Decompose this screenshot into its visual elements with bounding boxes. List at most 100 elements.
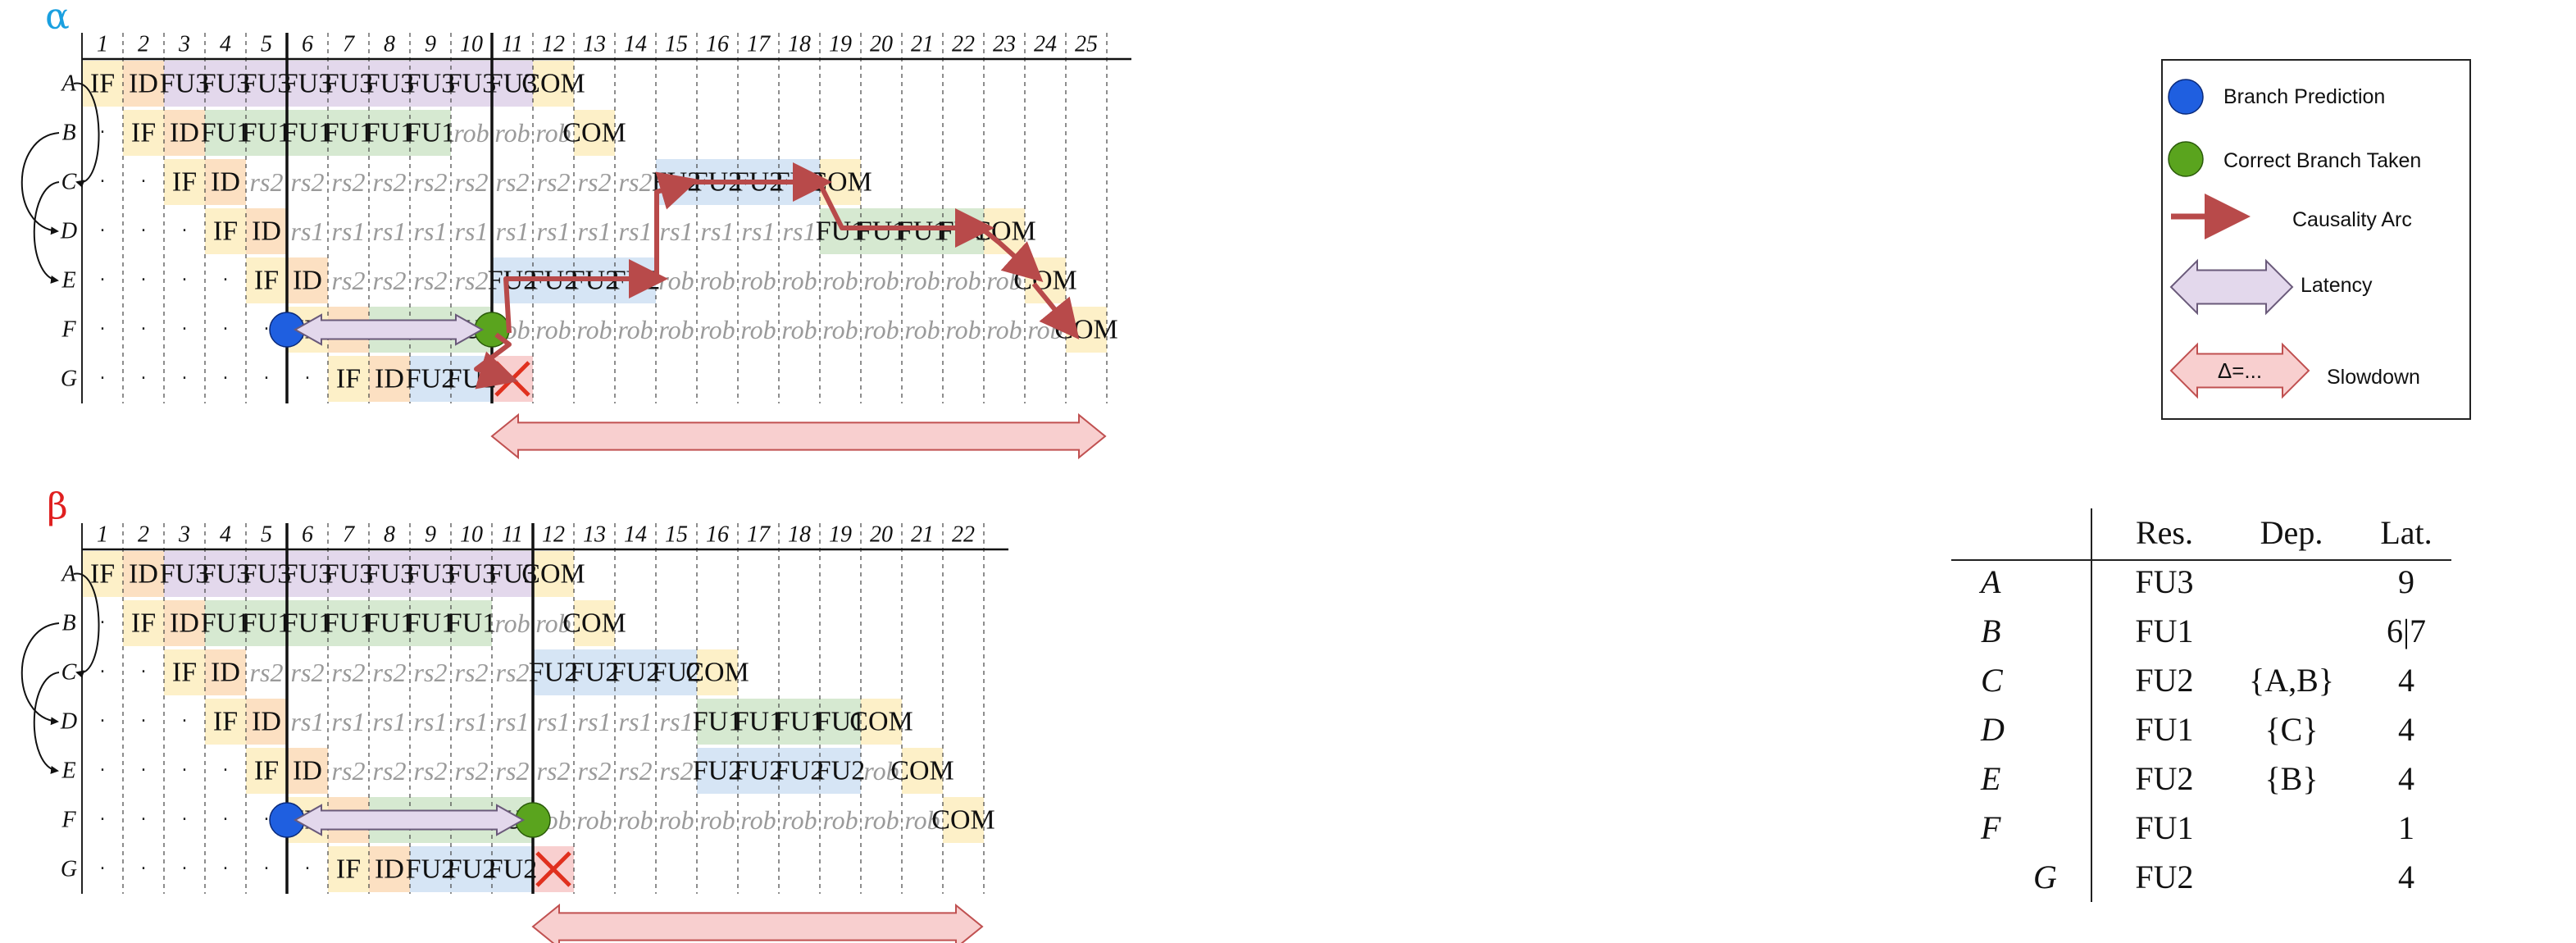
cell-fill xyxy=(123,551,164,597)
column-header: 21 xyxy=(911,522,934,548)
table-cell: 6|7 xyxy=(2386,613,2426,649)
cell-text: FU1 xyxy=(365,118,414,148)
cell-text: · xyxy=(141,221,147,242)
column-header: 1 xyxy=(97,32,108,57)
row-label: G xyxy=(61,367,77,392)
cell-text: rs2 xyxy=(414,756,448,786)
cell-text: IF xyxy=(254,756,279,786)
legend-slowdown-symbol: Δ=... xyxy=(2218,358,2262,383)
cell-text: · xyxy=(264,859,270,880)
cell-text: rob xyxy=(986,315,1022,344)
cell-fill xyxy=(246,748,287,794)
cell-fill xyxy=(369,551,410,597)
cell-text: FU2 xyxy=(693,756,742,786)
cell-text: rob xyxy=(822,315,858,344)
cell-text: rob xyxy=(494,118,530,148)
cell-text: rob xyxy=(617,805,653,835)
column-header: 12 xyxy=(542,32,565,57)
cell-fill xyxy=(287,257,328,303)
column-header: 11 xyxy=(502,32,523,57)
cell-fill xyxy=(205,600,246,646)
cell-text: rs1 xyxy=(537,216,571,246)
cell-text: rob xyxy=(658,266,694,295)
legend-slowdown-label: Slowdown xyxy=(2327,366,2420,389)
cell-fill xyxy=(328,61,369,107)
column-header: 10 xyxy=(460,522,483,548)
legend-panel: Branch Prediction Correct Branch Taken C… xyxy=(2161,59,2471,420)
cell-fill xyxy=(205,699,246,745)
cell-fill xyxy=(369,846,410,892)
cell-text: FU1 xyxy=(242,608,291,639)
dependency-arc xyxy=(73,572,100,678)
causality-arc xyxy=(1031,282,1080,339)
table-cell: {C} xyxy=(2264,711,2319,748)
cell-fill xyxy=(492,551,533,597)
cell-text: rs1 xyxy=(578,216,612,246)
dependency-arc xyxy=(33,672,60,774)
cell-fill xyxy=(287,748,328,794)
diagram-label: β xyxy=(47,486,67,528)
cell-text: · xyxy=(305,859,311,880)
column-header: 25 xyxy=(1075,32,1098,57)
cell-text: FU3 xyxy=(160,69,209,99)
cell-text: FU1 xyxy=(406,608,455,639)
cell-text: ID xyxy=(129,69,158,99)
legend-correct-branch-label: Correct Branch Taken xyxy=(2223,149,2422,172)
table-cell xyxy=(2222,558,2361,607)
cell-fill xyxy=(164,649,205,695)
cell-text: FU2 xyxy=(611,658,660,688)
cell-fill xyxy=(287,61,328,107)
table-cell: 4 xyxy=(2398,711,2414,748)
column-header: 5 xyxy=(261,522,272,548)
cell-text: rob xyxy=(658,315,694,344)
column-header: 19 xyxy=(829,32,852,57)
legend-branch-prediction-label: Branch Prediction xyxy=(2223,85,2386,108)
cell-text: rs2 xyxy=(373,756,407,786)
cell-text: rob xyxy=(945,315,981,344)
cell-fill xyxy=(205,110,246,156)
causality-arc xyxy=(654,171,699,280)
row-label: F xyxy=(61,808,76,833)
causality-arc xyxy=(817,180,994,248)
column-header: 2 xyxy=(138,522,149,548)
cell-fill xyxy=(164,110,205,156)
cell-fill xyxy=(246,257,287,303)
cell-text: rob xyxy=(699,266,735,295)
cell-text: FU2 xyxy=(816,756,865,786)
column-header: 9 xyxy=(425,522,436,548)
table-cell: 4 xyxy=(2398,859,2414,895)
column-header: 15 xyxy=(665,32,688,57)
cell-text: FU1 xyxy=(693,707,742,737)
cell-fill xyxy=(451,551,492,597)
cell-text: FU2 xyxy=(775,756,824,786)
table-cell: FU3 xyxy=(2135,563,2194,600)
cell-text: FU2 xyxy=(488,854,537,885)
cell-text: rs1 xyxy=(455,216,489,246)
cell-text: · xyxy=(141,810,147,831)
table-header: Dep. xyxy=(2260,514,2323,551)
column-header: 3 xyxy=(178,522,190,548)
table-row-label: F xyxy=(1981,809,2001,846)
cell-text: · xyxy=(182,761,188,781)
cell-text: rs1 xyxy=(373,216,407,246)
cell-fill xyxy=(328,356,369,402)
cell-text: COM xyxy=(849,707,913,737)
cell-text: IF xyxy=(336,854,361,885)
cell-fill xyxy=(410,110,451,156)
cell-fill xyxy=(82,551,123,597)
column-header: 16 xyxy=(706,32,729,57)
cell-fill xyxy=(410,356,451,402)
cell-text: · xyxy=(100,663,106,683)
cell-text: rob xyxy=(863,805,899,835)
cell-fill xyxy=(779,699,820,745)
cell-fill xyxy=(205,159,246,205)
cell-text: FU3 xyxy=(324,559,373,590)
cell-text: FU1 xyxy=(324,608,373,639)
cell-text: rob xyxy=(535,608,571,638)
cell-text: rs2 xyxy=(414,658,448,687)
cell-text: FU3 xyxy=(406,559,455,590)
cell-text: IF xyxy=(90,69,115,99)
table-row-label: D xyxy=(1981,711,2005,748)
